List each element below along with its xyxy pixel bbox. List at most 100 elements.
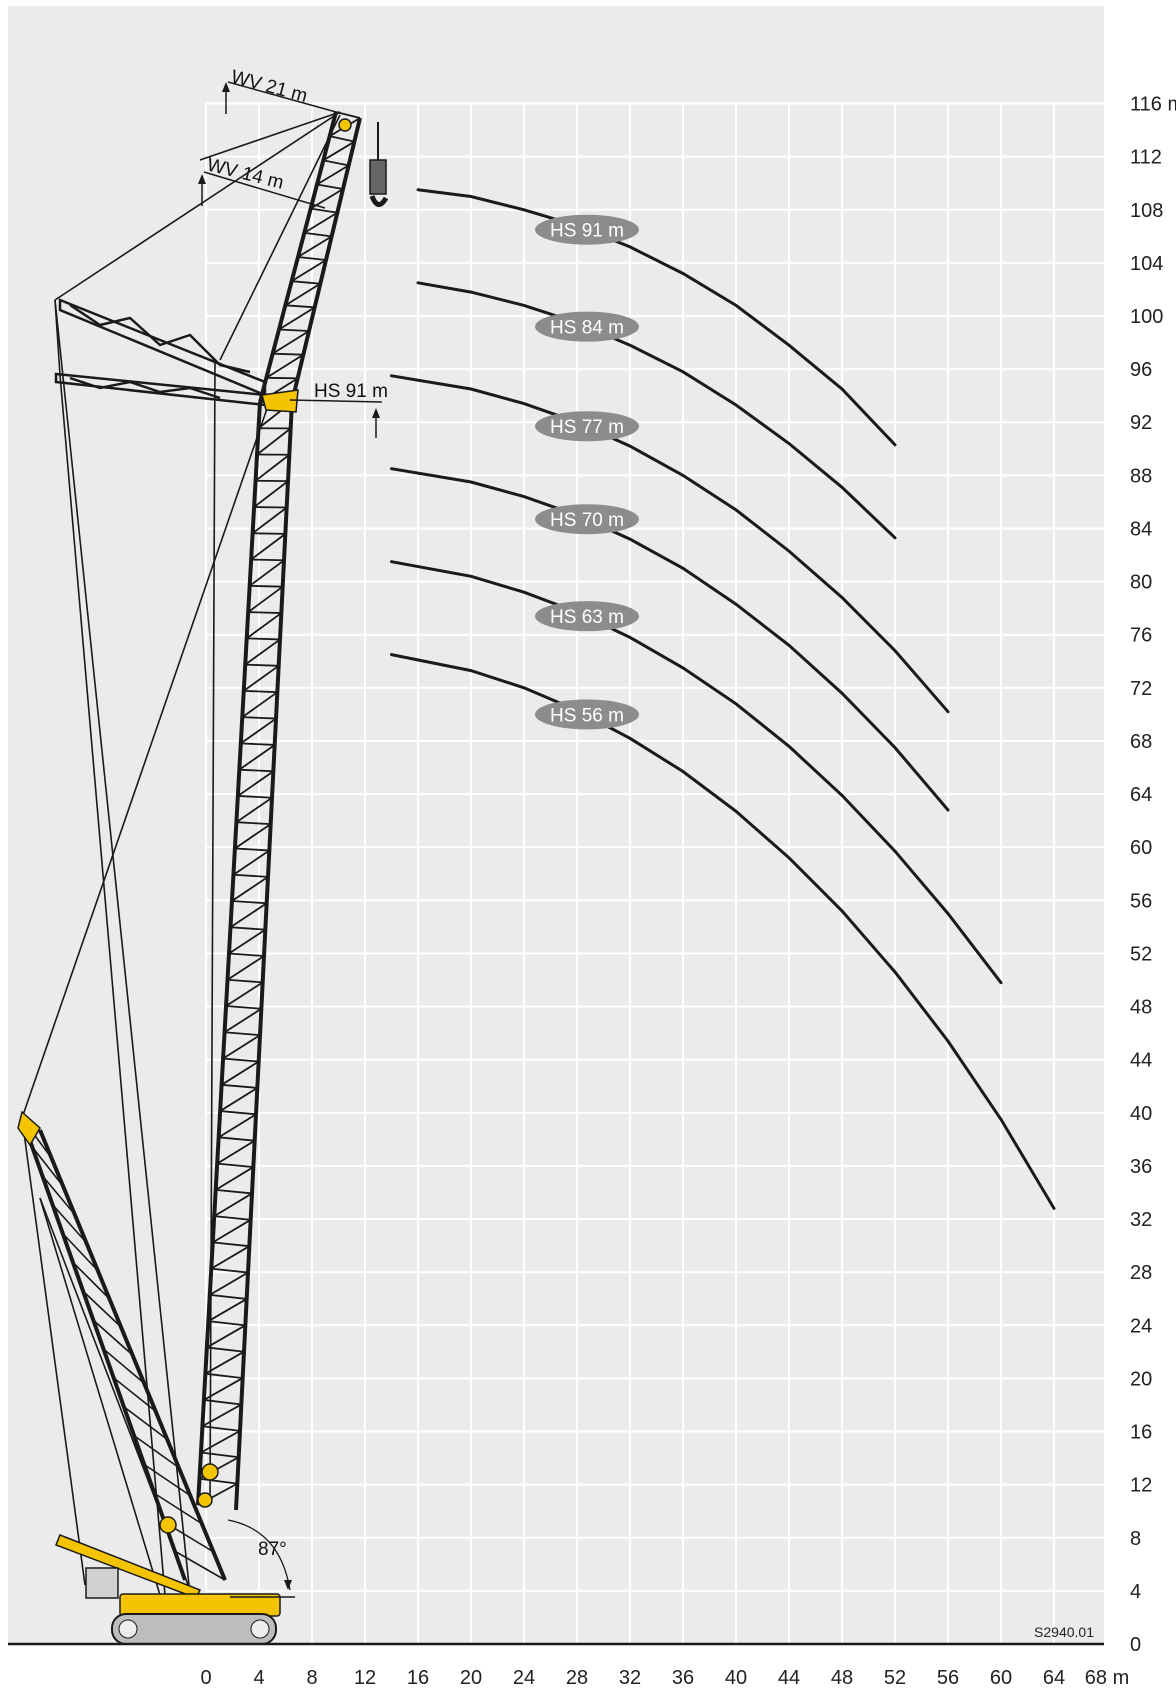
lacing-bar bbox=[285, 304, 315, 309]
lacing-bar bbox=[234, 823, 272, 850]
lacing-bar bbox=[218, 1113, 257, 1139]
lacing-bar bbox=[240, 717, 277, 745]
lacing-bar bbox=[219, 1087, 258, 1112]
lacing-bar bbox=[291, 259, 327, 282]
lacing-bar bbox=[240, 742, 275, 746]
y-tick-label: 84 bbox=[1130, 518, 1152, 540]
lacing-bar bbox=[154, 1492, 203, 1525]
y-tick-label: 44 bbox=[1130, 1050, 1152, 1072]
lacing-bar bbox=[249, 559, 285, 587]
lacing-bar bbox=[232, 849, 270, 876]
angle-label: 87° bbox=[258, 1539, 287, 1560]
lacing-bar bbox=[233, 873, 269, 878]
lacing-bar bbox=[209, 1294, 247, 1300]
angle-annotation: 87° bbox=[227, 1519, 295, 1598]
lacing-bar bbox=[222, 1034, 261, 1060]
lacing-bar bbox=[310, 207, 338, 214]
x-tick-label: 0 bbox=[200, 1667, 211, 1688]
y-tick-label: 24 bbox=[1130, 1315, 1152, 1337]
lacing-bar bbox=[316, 164, 350, 186]
y-tick-label: 32 bbox=[1130, 1209, 1152, 1231]
lacing-bar bbox=[278, 306, 316, 331]
lacing-bar bbox=[241, 691, 278, 718]
curve-label: HS 84 m bbox=[550, 318, 624, 339]
hs91-annotation: HS 91 m bbox=[289, 381, 388, 438]
curve-label: HS 91 m bbox=[550, 221, 624, 242]
lacing-bar bbox=[203, 1399, 242, 1406]
lifting-curve bbox=[390, 374, 950, 714]
lacing-bar bbox=[297, 235, 333, 258]
lacing-bar bbox=[322, 140, 355, 162]
y-tick-label: 116 m bbox=[1130, 94, 1176, 116]
lacing-bar bbox=[229, 902, 268, 928]
lacing-bar bbox=[221, 1083, 258, 1089]
lacing-bar bbox=[304, 231, 332, 238]
lacing-bar bbox=[246, 612, 282, 640]
lifting-curve bbox=[416, 188, 897, 447]
lifting-curve bbox=[416, 281, 897, 540]
y-tick-label: 68 bbox=[1130, 731, 1152, 753]
lacing-bar bbox=[238, 744, 276, 771]
y-tick-label: 108 bbox=[1130, 200, 1163, 222]
lacing-bar bbox=[245, 663, 279, 667]
x-tick-label: 48 bbox=[831, 1667, 853, 1688]
lacing-bar bbox=[297, 256, 327, 261]
lacing-bar bbox=[213, 1192, 253, 1217]
lacing-bar bbox=[102, 1348, 145, 1384]
lacing-bar bbox=[272, 352, 304, 356]
x-tick-label: 40 bbox=[725, 1667, 747, 1688]
lacing-bar bbox=[242, 716, 277, 720]
x-tick-label: 32 bbox=[619, 1667, 641, 1688]
lacing-bar bbox=[249, 584, 283, 588]
crawler-crane-illustration bbox=[8, 111, 1104, 1646]
lacing-bar bbox=[41, 1175, 76, 1215]
lacing-bar bbox=[208, 1320, 246, 1327]
y-tick-label: 28 bbox=[1130, 1262, 1152, 1284]
lacing-bar bbox=[207, 1298, 248, 1322]
y-tick-label: 8 bbox=[1130, 1528, 1141, 1550]
lacing-bar bbox=[215, 1166, 254, 1191]
lacing-bar bbox=[113, 1377, 157, 1412]
y-tick-label: 60 bbox=[1130, 837, 1152, 859]
lacing-bar bbox=[220, 1110, 257, 1116]
curve-label-pill bbox=[535, 311, 639, 342]
pendant-lines bbox=[21, 111, 341, 1596]
lacing-bar bbox=[82, 1290, 122, 1328]
lacing-bar bbox=[224, 1031, 261, 1037]
lacing-bar bbox=[221, 1060, 260, 1086]
lacing-bar bbox=[217, 1162, 254, 1168]
y-tick-label: 100 bbox=[1130, 306, 1163, 328]
lacing-bar bbox=[174, 1550, 226, 1581]
lacing-bar bbox=[228, 952, 265, 957]
lacing-bar bbox=[246, 637, 281, 641]
y-tick-label: 4 bbox=[1130, 1581, 1141, 1603]
x-tick-label: 56 bbox=[937, 1667, 959, 1688]
counterweight bbox=[85, 1567, 119, 1599]
curve-label-pill bbox=[535, 504, 639, 535]
lacing-bar bbox=[291, 280, 321, 285]
y-tick-label: 12 bbox=[1130, 1475, 1152, 1497]
lifting-curve bbox=[390, 653, 1056, 1210]
lacing-bar bbox=[133, 1434, 180, 1469]
lacing-bar bbox=[225, 1005, 262, 1010]
lacing-bar bbox=[223, 1057, 259, 1063]
lacing-bar bbox=[252, 532, 286, 535]
lacing-bar bbox=[303, 211, 338, 234]
curve-label: HS 63 m bbox=[550, 607, 624, 628]
lacing-bar bbox=[272, 330, 310, 355]
lacing-bar bbox=[202, 1425, 241, 1432]
lacing-bar bbox=[51, 1204, 87, 1244]
x-tick-label: 12 bbox=[354, 1667, 376, 1688]
y-tick-label: 72 bbox=[1130, 678, 1152, 700]
y-tick-label: 88 bbox=[1130, 465, 1152, 487]
lacing-bar bbox=[329, 135, 355, 143]
lacing-bar bbox=[201, 1403, 242, 1427]
lacing-bar bbox=[252, 506, 288, 535]
y-tick-label: 96 bbox=[1130, 359, 1152, 381]
y-tick-label: 56 bbox=[1130, 890, 1152, 912]
lacing-bar bbox=[215, 1188, 253, 1195]
x-tick-label: 44 bbox=[778, 1667, 800, 1688]
lacing-bar bbox=[251, 558, 285, 562]
mast-lacing bbox=[21, 1117, 226, 1581]
